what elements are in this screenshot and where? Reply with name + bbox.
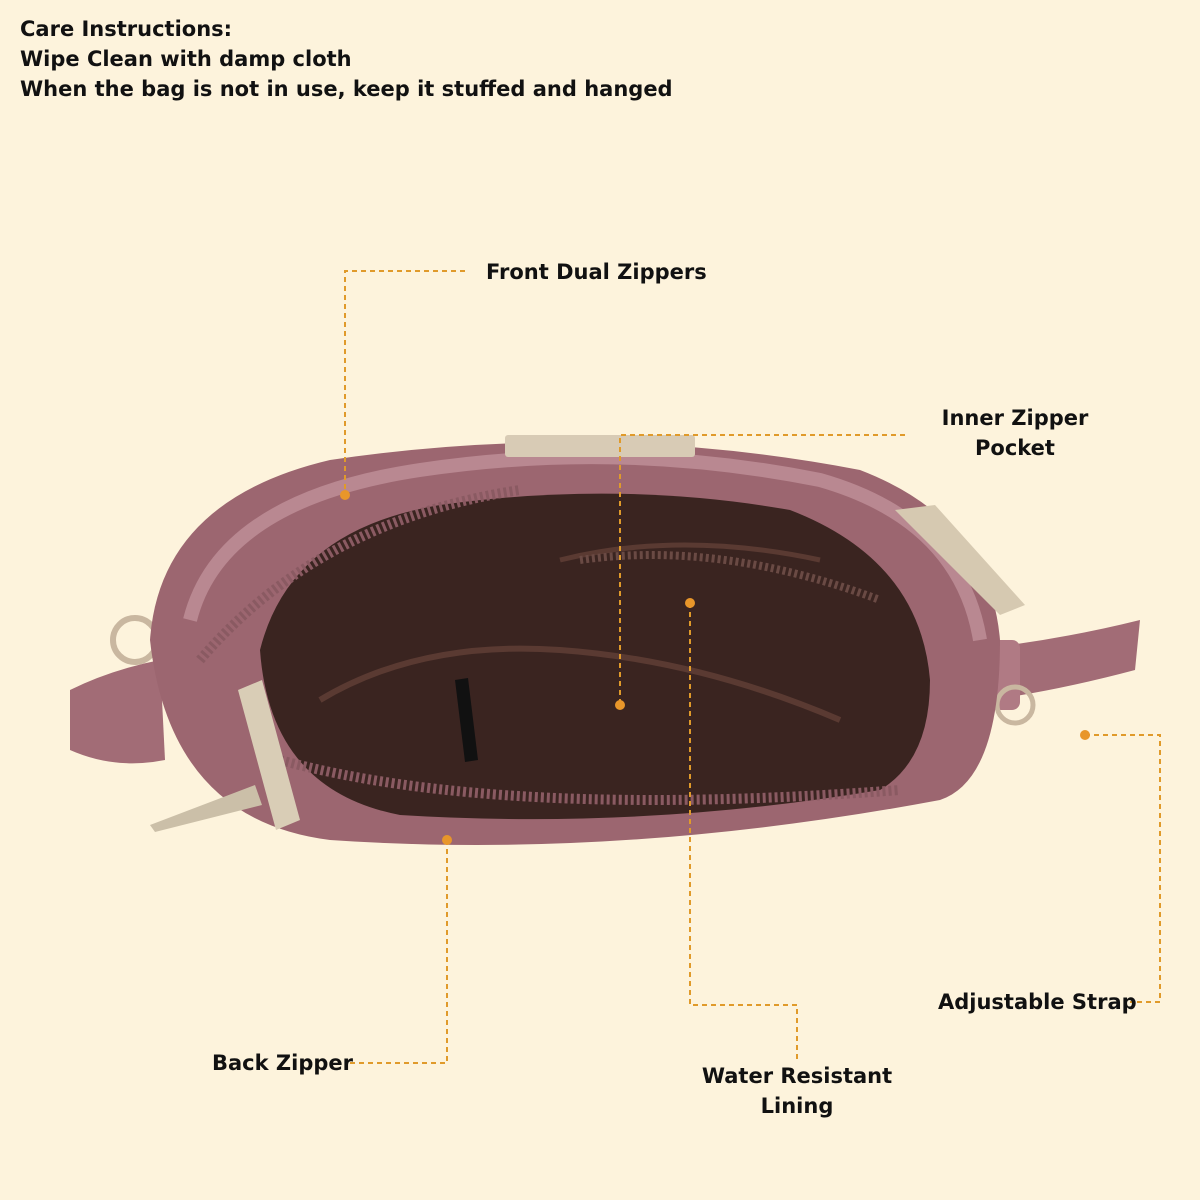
leader-back-zipper (350, 840, 448, 1064)
zipper-pull-2 (150, 785, 262, 832)
dot-front-dual-zippers (340, 490, 350, 500)
label-water-resistant-lining: Water Resistant Lining (697, 1061, 897, 1121)
care-line-1: Wipe Clean with damp cloth (20, 47, 352, 71)
dot-adjustable-strap (1080, 730, 1090, 740)
leader-front-dual-zippers (344, 270, 465, 495)
label-inner-zipper-pocket-line1: Inner Zipper (941, 406, 1089, 430)
label-water-resistant-line1: Water Resistant (701, 1064, 893, 1088)
care-line-2: When the bag is not in use, keep it stuf… (20, 77, 673, 101)
dot-inner-zipper-pocket (615, 700, 625, 710)
bag-strap-left (70, 660, 165, 764)
lining-fold-2 (559, 542, 821, 563)
dot-back-zipper (442, 835, 452, 845)
leader-water-resistant (689, 603, 798, 1060)
care-heading: Care Instructions: (20, 17, 233, 41)
zipper-pull-1 (238, 680, 300, 830)
label-inner-zipper-pocket: Inner Zipper Pocket (935, 403, 1095, 463)
label-water-resistant-line2: Lining (760, 1094, 834, 1118)
label-adjustable-strap: Adjustable Strap (938, 990, 1137, 1014)
label-inner-zipper-pocket-line2: Pocket (975, 436, 1055, 460)
strap-ring-right (994, 684, 1036, 726)
lining-fold-1 (318, 645, 842, 723)
dot-water-resistant (685, 598, 695, 608)
label-front-dual-zippers: Front Dual Zippers (486, 260, 707, 284)
front-zipper-track (196, 485, 521, 664)
inner-zipper-track (579, 551, 882, 604)
bag-lining (260, 493, 930, 820)
inner-zipper-pull (455, 678, 478, 762)
leader-inner-zipper-pocket (619, 434, 905, 705)
leader-adjustable-strap (1085, 734, 1161, 1003)
clip-hardware (895, 505, 1025, 615)
metal-plate (505, 435, 695, 457)
care-instructions: Care Instructions: Wipe Clean with damp … (20, 14, 673, 104)
label-back-zipper: Back Zipper (212, 1051, 353, 1075)
back-zipper-track (278, 755, 901, 805)
